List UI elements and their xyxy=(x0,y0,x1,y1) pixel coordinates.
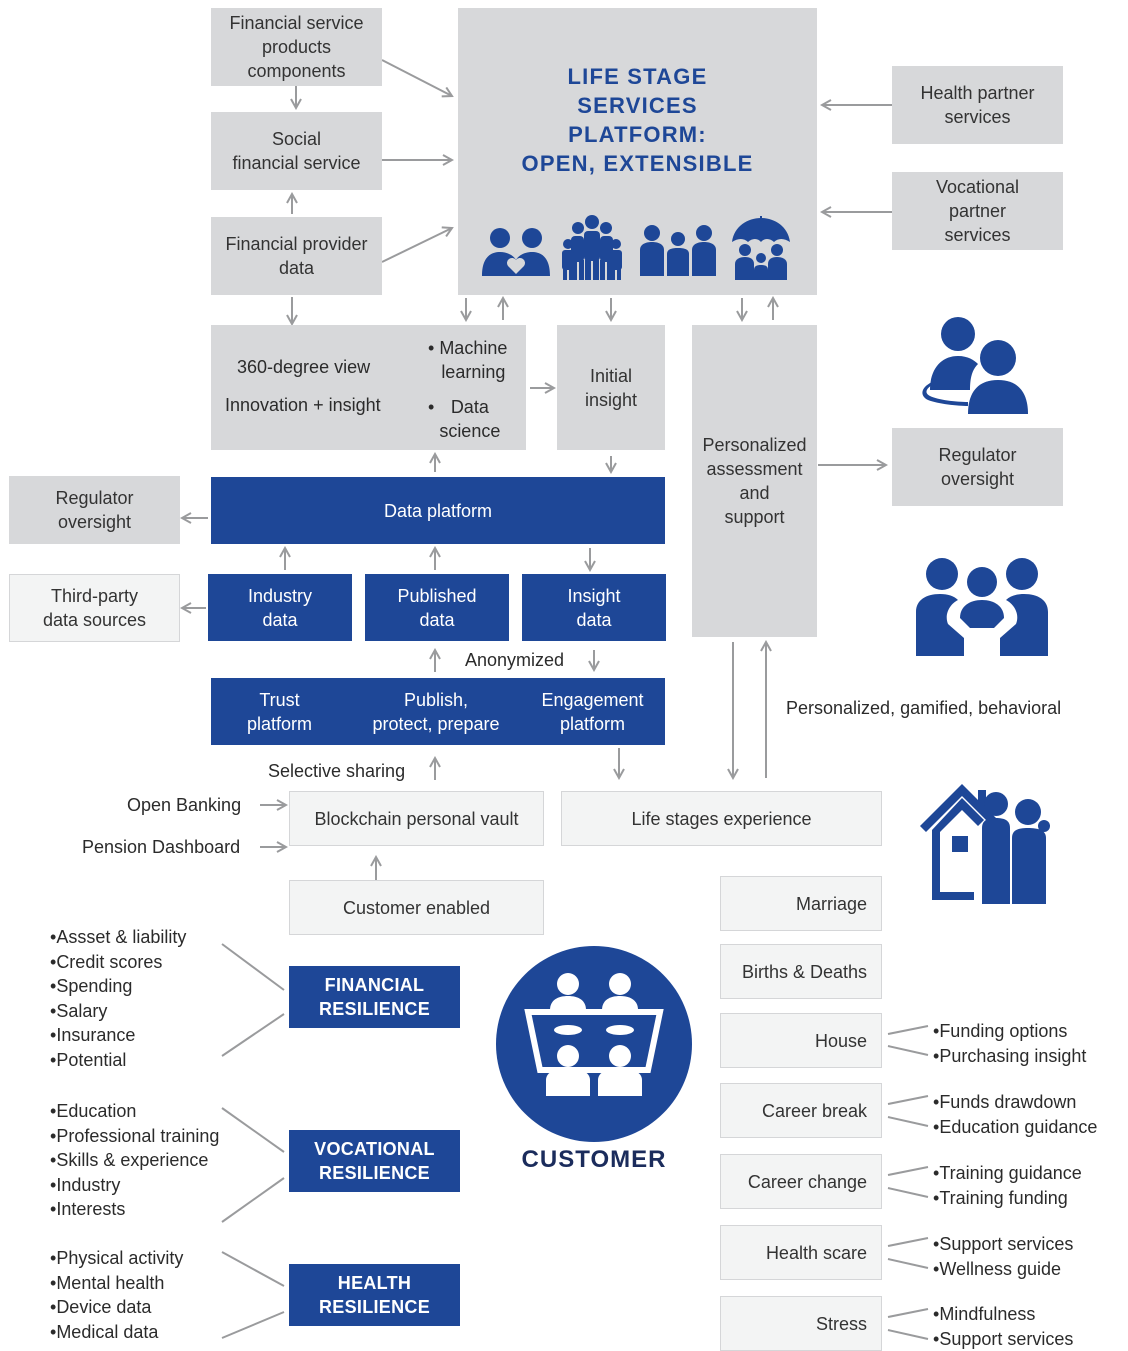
list-item: Purchasing insight xyxy=(933,1044,1086,1069)
blockchain-vault-box: Blockchain personal vault xyxy=(289,791,544,846)
regulator-oversight-right: Regulator oversight xyxy=(892,428,1063,506)
selective-sharing-label: Selective sharing xyxy=(268,759,405,783)
list-item: Skills & experience xyxy=(50,1148,219,1173)
published-data-box: Published data xyxy=(365,574,509,641)
life-event-career-break: Career break xyxy=(720,1083,882,1138)
ml-text: Machine learning xyxy=(439,336,507,384)
list-item: Assset & liability xyxy=(50,925,186,950)
list-item: Device data xyxy=(50,1295,183,1320)
life-stages-box: Life stages experience xyxy=(561,791,882,846)
anonymized-label: Anonymized xyxy=(465,648,564,672)
list-item: Industry xyxy=(50,1173,219,1198)
customer-label: CUSTOMER xyxy=(488,1146,700,1174)
ds-label: • Data science xyxy=(428,395,500,443)
list-item: Education guidance xyxy=(933,1115,1097,1140)
list-item: Salary xyxy=(50,999,186,1024)
vocational-resilience-box: VOCATIONAL RESILIENCE xyxy=(289,1130,460,1192)
customer-enabled-box: Customer enabled xyxy=(289,880,544,935)
house-family-icon xyxy=(918,780,1054,904)
list-item: Training guidance xyxy=(933,1161,1082,1186)
health-list: Physical activity Mental health Device d… xyxy=(50,1246,183,1344)
umbrella-family-icon xyxy=(730,216,792,280)
industry-data-box: Industry data xyxy=(208,574,352,641)
trust-platform-label: Trust platform xyxy=(211,678,348,745)
list-item: Wellness guide xyxy=(933,1257,1073,1282)
list-item: Physical activity xyxy=(50,1246,183,1271)
life-event-births-deaths: Births & Deaths xyxy=(720,944,882,999)
pension-dashboard-label: Pension Dashboard xyxy=(82,835,240,859)
platform-title: LIFE STAGE SERVICES PLATFORM: OPEN, EXTE… xyxy=(458,62,817,178)
open-banking-label: Open Banking xyxy=(127,793,241,817)
publish-protect-label: Publish, protect, prepare xyxy=(356,678,516,745)
list-item: Support services xyxy=(933,1232,1073,1257)
engagement-platform-label: Engagement platform xyxy=(520,678,665,745)
life-stage-platform: LIFE STAGE SERVICES PLATFORM: OPEN, EXTE… xyxy=(458,8,817,295)
support-group-icon xyxy=(914,556,1050,656)
list-item: Funds drawdown xyxy=(933,1090,1097,1115)
career-change-list: Training guidance Training funding xyxy=(933,1161,1082,1210)
fsp-components-box: Financial service products components xyxy=(211,8,382,86)
vocational-list: Education Professional training Skills &… xyxy=(50,1099,219,1222)
financial-list: Assset & liability Credit scores Spendin… xyxy=(50,925,186,1072)
list-item: Support services xyxy=(933,1327,1073,1351)
third-party-box: Third-party data sources xyxy=(9,574,180,642)
ds-text: Data science xyxy=(439,395,500,443)
social-financial-box: Social financial service xyxy=(211,112,382,190)
list-item: Funding options xyxy=(933,1019,1086,1044)
personalized-gamified-label: Personalized, gamified, behavioral xyxy=(786,696,1061,720)
career-break-list: Funds drawdown Education guidance xyxy=(933,1090,1097,1139)
two-people-ring-icon xyxy=(918,316,1034,414)
list-item: Professional training xyxy=(50,1124,219,1149)
list-item: Potential xyxy=(50,1048,186,1073)
life-event-marriage: Marriage xyxy=(720,876,882,931)
list-item: Education xyxy=(50,1099,219,1124)
data-platform-bar: Data platform xyxy=(211,477,665,544)
vocational-partner-box: Vocational partner services xyxy=(892,172,1063,250)
meeting-table-icon xyxy=(488,946,700,1142)
health-resilience-box: HEALTH RESILIENCE xyxy=(289,1264,460,1326)
life-event-health-scare: Health scare xyxy=(720,1225,882,1280)
list-item: Mindfulness xyxy=(933,1302,1073,1327)
life-event-stress: Stress xyxy=(720,1296,882,1351)
stress-list: Mindfulness Support services xyxy=(933,1302,1073,1351)
regulator-oversight-left: Regulator oversight xyxy=(9,476,180,544)
family-icon xyxy=(560,214,624,282)
insight-data-box: Insight data xyxy=(522,574,666,641)
list-item: Credit scores xyxy=(50,950,186,975)
financial-resilience-box: FINANCIAL RESILIENCE xyxy=(289,966,460,1028)
personalized-assessment-box: Personalized assessment and support xyxy=(692,325,817,637)
list-item: Insurance xyxy=(50,1023,186,1048)
list-item: Training funding xyxy=(933,1186,1082,1211)
list-item: Spending xyxy=(50,974,186,999)
financial-provider-data-box: Financial provider data xyxy=(211,217,382,295)
life-event-house: House xyxy=(720,1013,882,1068)
life-event-career-change: Career change xyxy=(720,1154,882,1209)
ml-label: • Machine learning xyxy=(428,336,507,384)
house-list: Funding options Purchasing insight xyxy=(933,1019,1086,1068)
list-item: Interests xyxy=(50,1197,219,1222)
view-360-label: 360-degree view xyxy=(237,355,370,379)
couple-heart-icon xyxy=(480,226,552,278)
list-item: Mental health xyxy=(50,1271,183,1296)
innovation-label: Innovation + insight xyxy=(225,393,381,417)
group-icon xyxy=(638,224,718,276)
health-partner-box: Health partner services xyxy=(892,66,1063,144)
list-item: Medical data xyxy=(50,1320,183,1345)
initial-insight-box: Initial insight xyxy=(557,325,665,450)
health-scare-list: Support services Wellness guide xyxy=(933,1232,1073,1281)
